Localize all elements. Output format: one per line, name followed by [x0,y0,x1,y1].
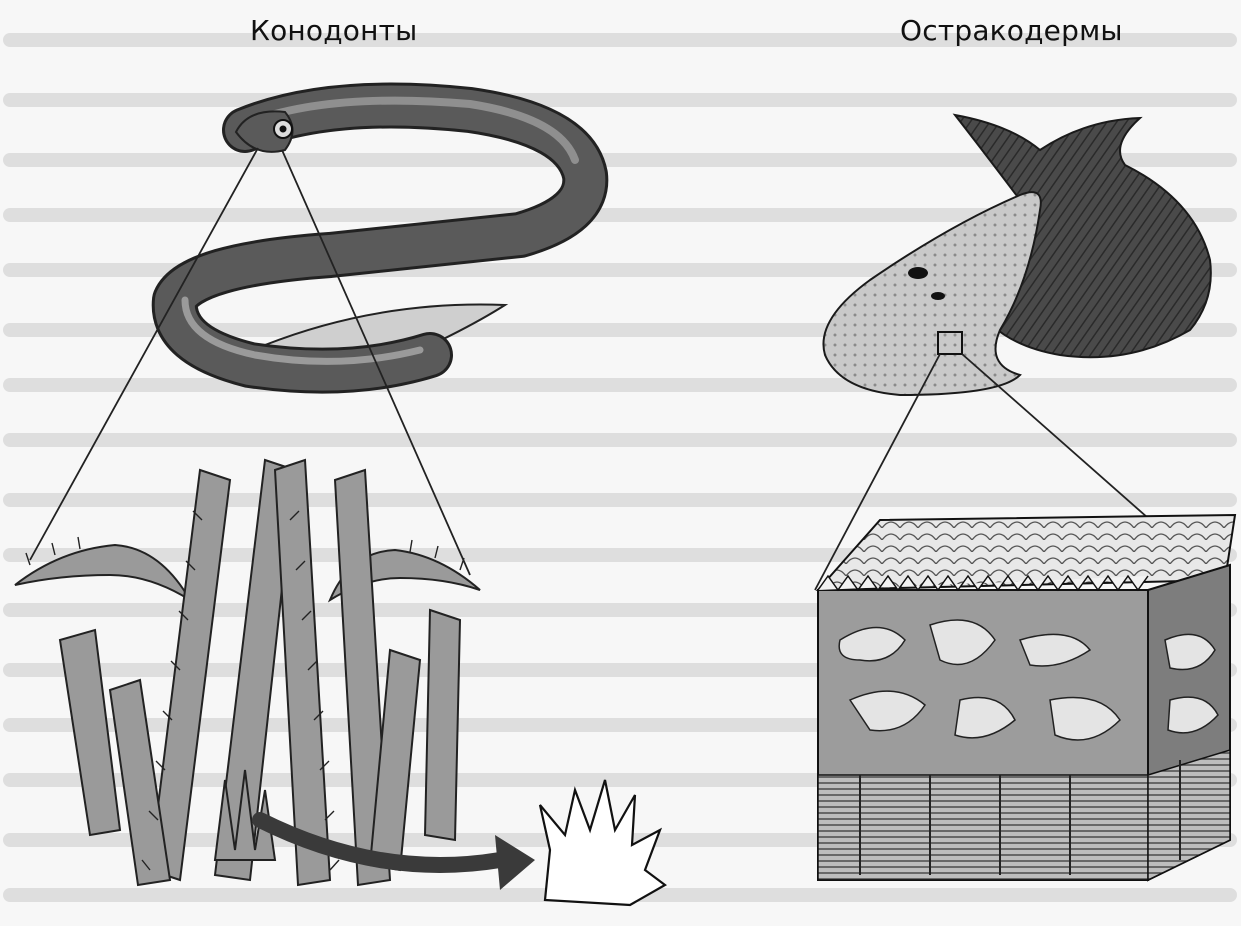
ostracoderm-eye [908,267,928,279]
conodont-element-detail [540,780,665,905]
ostracoderm-animal [823,115,1210,395]
conodont-elements [15,460,480,885]
armor-block [818,515,1235,880]
conodont-animal [175,101,586,385]
